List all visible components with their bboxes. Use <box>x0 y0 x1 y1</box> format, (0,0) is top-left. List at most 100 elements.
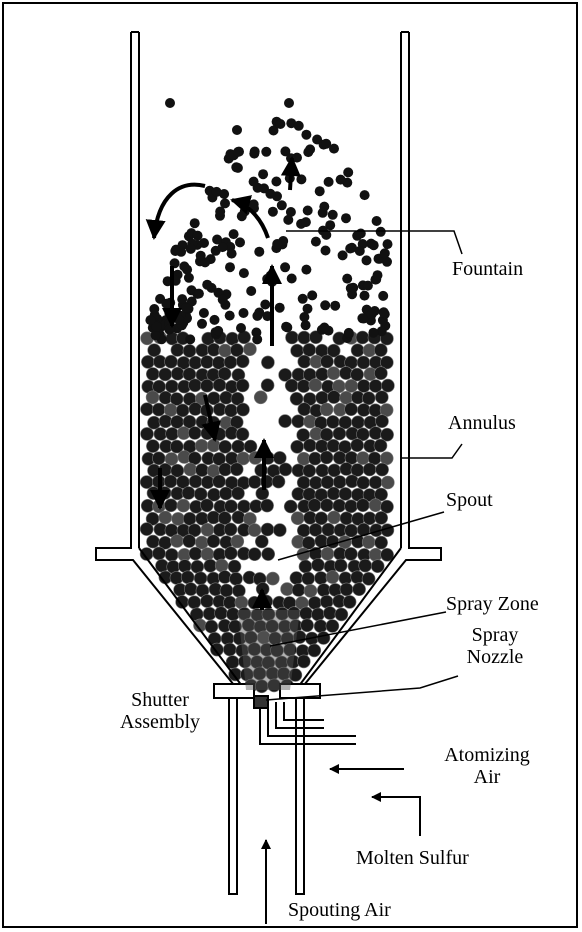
bed-particle <box>369 548 382 561</box>
bed-particle <box>326 620 339 633</box>
fountain-particle <box>378 291 388 301</box>
annulus-label: Annulus <box>448 412 516 434</box>
bed-particle <box>215 607 228 620</box>
fountain-particle <box>376 227 386 237</box>
bed-particle <box>327 391 340 404</box>
fountain-particle <box>199 308 209 318</box>
fountain-particle <box>282 322 292 332</box>
bed-particle <box>351 439 364 452</box>
bed-particle <box>236 428 249 441</box>
bed-particle <box>200 499 213 512</box>
fountain-particle <box>363 281 373 291</box>
bed-particle <box>224 356 237 369</box>
bed-particle <box>351 571 364 584</box>
bed-particle <box>345 379 358 392</box>
bed-particle <box>312 608 325 621</box>
bed-particle <box>285 379 298 392</box>
bed-particle <box>327 439 340 452</box>
bed-particle <box>189 475 202 488</box>
bed-particle <box>146 391 159 404</box>
bed-particle <box>235 596 248 609</box>
bed-particle <box>189 403 202 416</box>
atomizing-label-line2: Air <box>422 766 552 788</box>
bed-particle <box>279 415 292 428</box>
bed-particle <box>171 344 184 357</box>
fountain-label: Fountain <box>452 258 523 280</box>
bed-particle <box>219 344 232 357</box>
bed-particle <box>334 559 347 572</box>
bed-particle <box>312 559 325 572</box>
fountain-particle <box>218 295 228 305</box>
bed-particle <box>164 475 177 488</box>
fountain-particle <box>252 334 262 344</box>
bed-particle <box>320 499 333 512</box>
bed-particle <box>326 571 339 584</box>
fountain-particle <box>336 175 346 185</box>
bed-particle <box>177 499 190 512</box>
fountain-particle <box>362 255 372 265</box>
bed-particle <box>232 440 245 453</box>
bed-particle <box>327 367 340 380</box>
bed-particle <box>315 572 328 585</box>
bed-particle <box>297 655 310 668</box>
fountain-particle <box>179 261 189 271</box>
fountain-particle <box>239 308 249 318</box>
bed-particle <box>213 379 226 392</box>
bed-particle <box>232 511 245 524</box>
fountain-particle <box>315 186 325 196</box>
fountain-particle <box>372 216 382 226</box>
fountain-particle <box>170 246 180 256</box>
bed-particle <box>203 607 216 620</box>
bed-particle <box>141 355 154 368</box>
bed-particle <box>230 463 243 476</box>
bed-particle <box>230 572 243 585</box>
bed-particle <box>148 344 161 357</box>
bed-particle <box>147 535 160 548</box>
bed-particle <box>352 416 365 429</box>
bed-particle <box>261 523 274 536</box>
fountain-particle <box>239 268 249 278</box>
bed-particle <box>201 548 214 561</box>
bed-particle <box>351 368 364 381</box>
fountain-particle <box>258 169 268 179</box>
bed-particle <box>376 415 389 428</box>
fountain-particle <box>261 147 271 157</box>
fountain-particle <box>324 177 334 187</box>
bed-particle <box>183 535 196 548</box>
bed-particle <box>148 416 161 429</box>
bed-particle <box>181 571 194 584</box>
bed-particle <box>374 344 387 357</box>
bed-particle <box>249 451 262 464</box>
bed-particle <box>362 392 375 405</box>
fountain-particle <box>232 125 242 135</box>
bed-particle <box>232 584 245 597</box>
bed-particle <box>141 403 154 416</box>
bed-particle <box>381 379 394 392</box>
bed-particle <box>357 356 370 369</box>
fountain-particle <box>196 251 206 261</box>
fountain-particle <box>283 215 293 225</box>
bed-particle <box>219 440 232 453</box>
bed-particle <box>363 463 376 476</box>
fountain-particle <box>275 119 285 129</box>
fountain-particle <box>360 291 370 301</box>
bed-particle <box>371 560 384 573</box>
bed-particle <box>320 595 333 608</box>
bed-particle <box>353 583 366 596</box>
bed-particle <box>375 511 388 524</box>
bed-particle <box>232 487 245 500</box>
atomizing-label-line1: Atomizing <box>422 744 552 766</box>
fountain-particle <box>225 311 235 321</box>
fountain-particle <box>382 257 392 267</box>
bed-particle <box>340 512 353 525</box>
bed-particle <box>213 475 226 488</box>
bed-particle <box>333 476 346 489</box>
fountain-particle <box>272 239 282 249</box>
spray-zone <box>238 610 300 690</box>
fountain-particle <box>294 121 304 131</box>
fountain-particle <box>341 213 351 223</box>
bed-particle <box>183 512 196 525</box>
fountain-particle <box>260 300 270 310</box>
bed-particle <box>165 548 178 561</box>
bed-particle <box>292 415 305 428</box>
